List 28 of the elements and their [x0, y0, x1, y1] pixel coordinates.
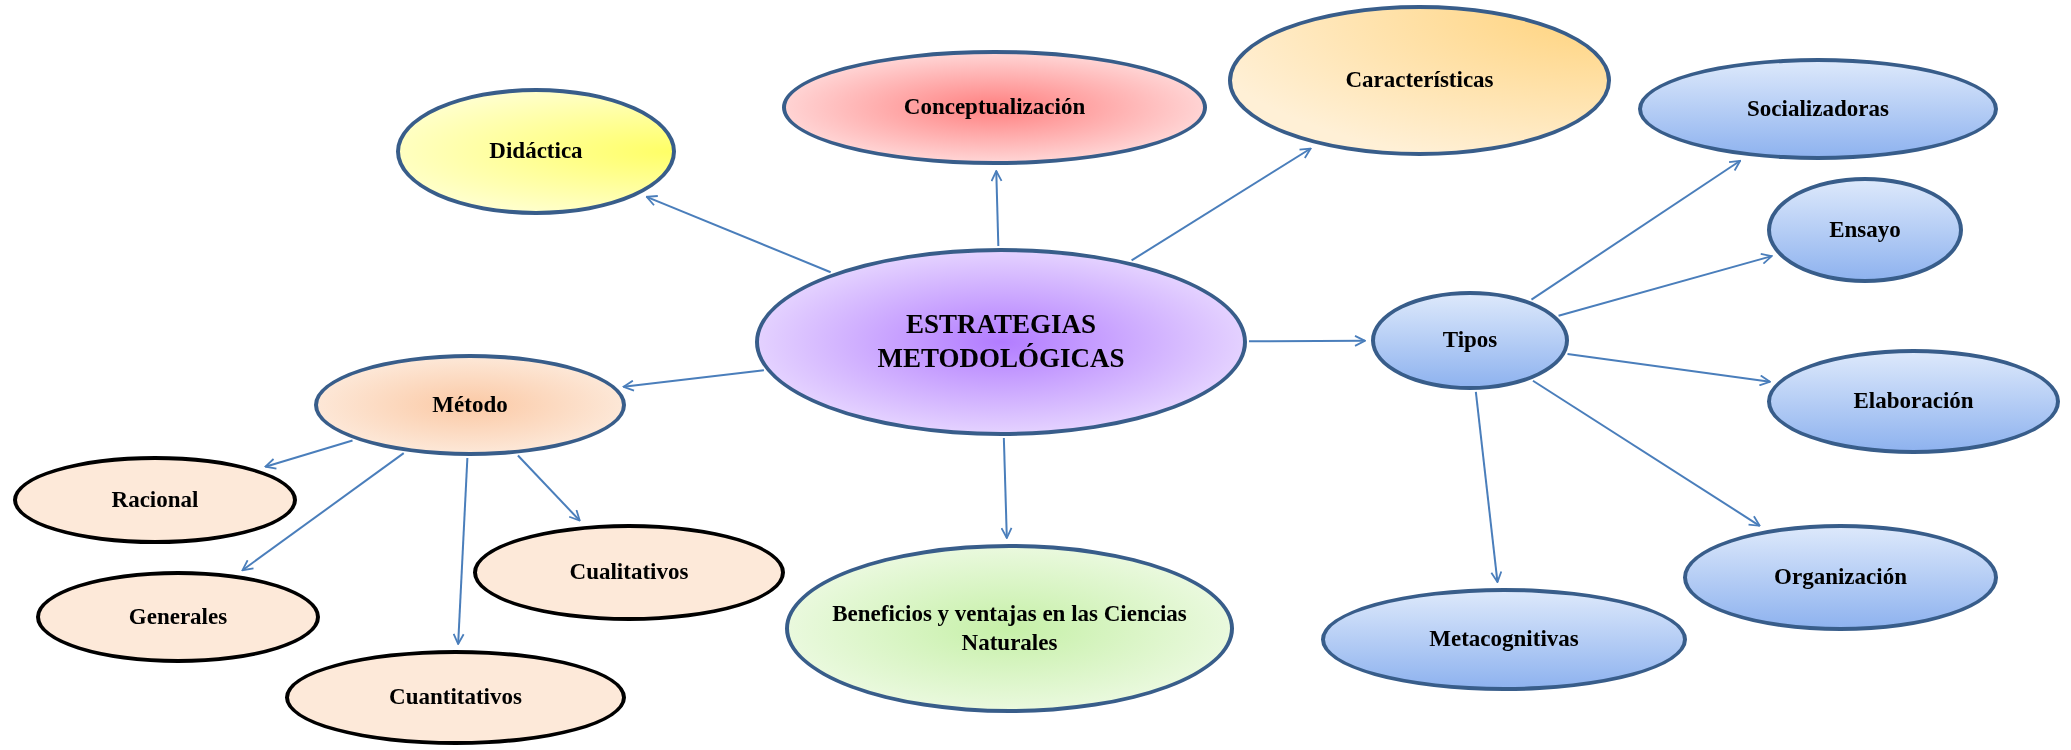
arrow [1566, 352, 1771, 387]
arrow [1130, 147, 1312, 262]
arrow [516, 454, 581, 522]
node-label: Elaboración [1853, 387, 1974, 416]
node-label: Racional [111, 485, 199, 514]
arrow [990, 170, 1003, 247]
node-label: Beneficios y ventajas en las Ciencias Naturales [831, 599, 1188, 657]
arrow [1531, 379, 1761, 527]
node-label: Cuantitativos [389, 683, 522, 712]
arrow [1530, 159, 1742, 301]
node-label: Tipos [1442, 326, 1498, 355]
node-label: Características [1345, 66, 1494, 95]
node-label: Cualitativos [569, 558, 689, 587]
node-label: Socializadoras [1747, 94, 1889, 123]
arrow [1000, 437, 1013, 539]
node-label: Generales [128, 602, 228, 631]
node-label: ESTRATEGIAS METODOLÓGICAS [876, 308, 1126, 375]
arrow [264, 439, 354, 470]
arrow [1474, 390, 1503, 584]
node-label: Didáctica [489, 137, 583, 166]
node-label: Ensayo [1829, 215, 1901, 244]
node-label: Método [432, 390, 508, 419]
node-label: Conceptualización [903, 93, 1086, 122]
node-label: Organización [1774, 563, 1907, 592]
node-label: Metacognitivas [1429, 625, 1579, 654]
arrow [1248, 334, 1366, 347]
arrow [645, 195, 832, 274]
arrow [452, 457, 469, 645]
